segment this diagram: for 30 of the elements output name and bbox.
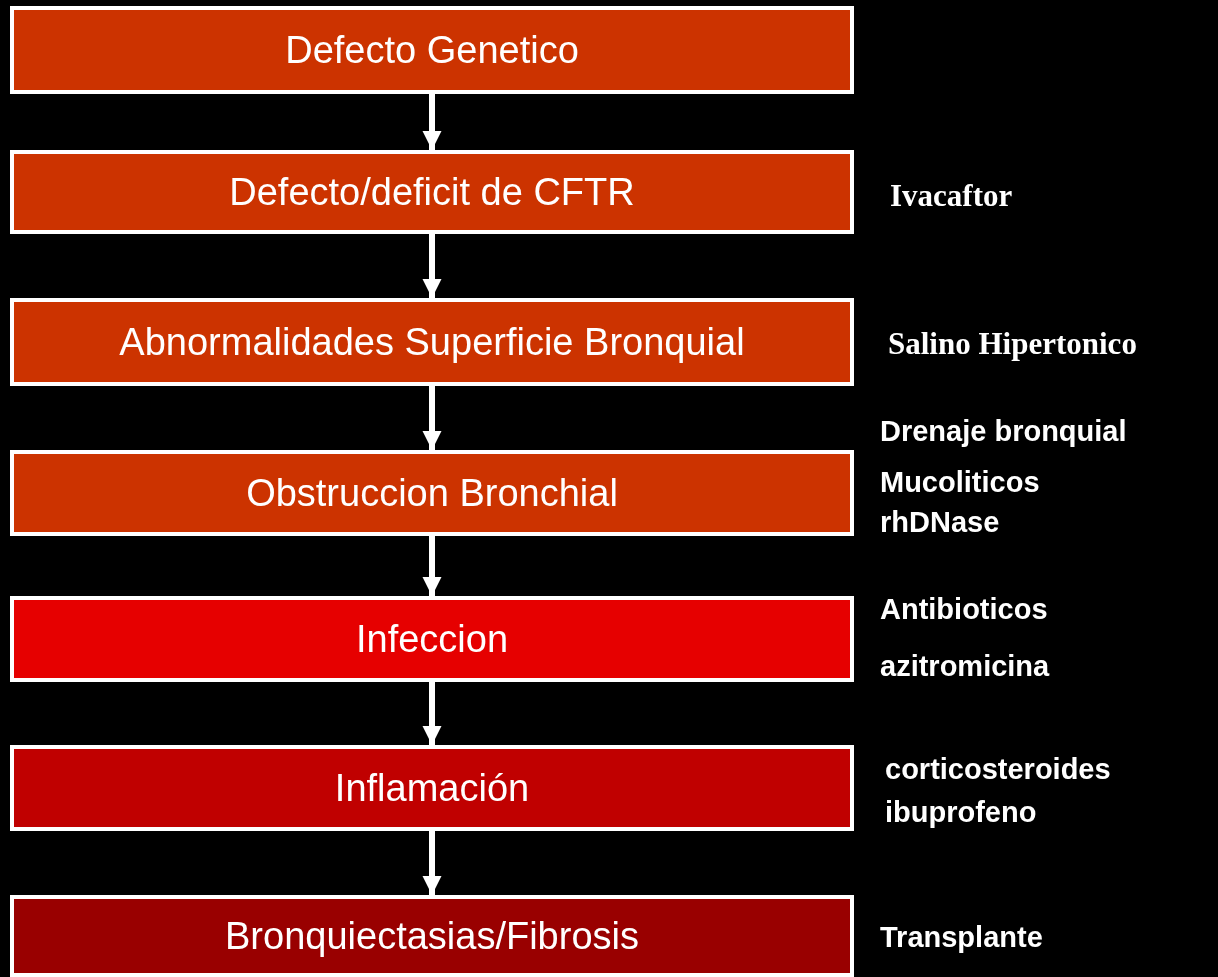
arrow bbox=[422, 536, 442, 596]
arrow bbox=[422, 682, 442, 745]
treatment-label: ibuprofeno bbox=[885, 798, 1037, 827]
treatment-label: Drenaje bronquial bbox=[880, 417, 1127, 446]
arrow bbox=[422, 831, 442, 895]
treatment-label: Salino Hipertonico bbox=[888, 328, 1137, 359]
process-box bbox=[10, 150, 854, 234]
treatment-label: Antibioticos bbox=[880, 595, 1048, 624]
arrow bbox=[422, 234, 442, 298]
process-box bbox=[10, 6, 854, 94]
step-label: Inflamación bbox=[334, 766, 530, 810]
process-box bbox=[10, 745, 854, 831]
treatment-label: rhDNase bbox=[880, 508, 1000, 537]
treatment-label: Ivacaftor bbox=[890, 180, 1013, 211]
process-box bbox=[10, 298, 854, 386]
process-box bbox=[10, 450, 854, 536]
step-label: Infeccion bbox=[355, 617, 509, 661]
process-box bbox=[10, 895, 854, 977]
treatment-label: Mucoliticos bbox=[880, 468, 1040, 497]
treatment-label: corticosteroides bbox=[885, 755, 1111, 784]
step-label: Defecto/deficit de CFTR bbox=[229, 170, 635, 214]
step-label: Bronquiectasias/Fibrosis bbox=[225, 914, 639, 958]
step-label: Obstruccion Bronchial bbox=[246, 471, 618, 515]
treatment-label: azitromicina bbox=[880, 652, 1050, 681]
step-label: Defecto Genetico bbox=[285, 28, 579, 72]
step-label: Abnormalidades Superficie Bronquial bbox=[119, 320, 745, 364]
treatment-label: Transplante bbox=[880, 923, 1043, 952]
arrow bbox=[422, 94, 442, 150]
arrow bbox=[422, 386, 442, 450]
process-box bbox=[10, 596, 854, 682]
